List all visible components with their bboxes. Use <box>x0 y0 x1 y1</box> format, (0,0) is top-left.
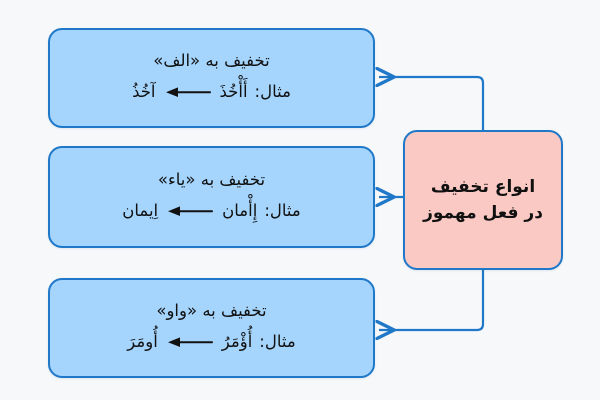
branch-node-waw[interactable]: تخفیف به «واو» مثال: أُؤْمَرُ أُومَرَ <box>48 278 375 378</box>
example-from-yaa: إِأْمان <box>222 200 258 220</box>
branch-node-alef[interactable]: تخفیف به «الف» مثال: أَأْخُذَ آخُذُ <box>48 28 375 128</box>
connector-root-to-waw <box>379 270 485 330</box>
example-from-waw: أُؤْمَرُ <box>221 331 253 351</box>
branch-title-alef: تخفیف به «الف» <box>153 51 270 71</box>
connector-root-to-alef <box>379 77 485 130</box>
example-label-waw: مثال: <box>259 331 296 351</box>
example-to-yaa: اِیمان <box>122 200 159 220</box>
root-title-line-1: انواع تخفیف <box>430 176 536 197</box>
branch-node-yaa[interactable]: تخفیف به «یاء» مثال: إِأْمان اِیمان <box>48 146 375 248</box>
branch-title-waw: تخفیف به «واو» <box>156 301 267 321</box>
transform-arrow-left-icon <box>167 336 213 348</box>
branch-example-yaa: مثال: إِأْمان اِیمان <box>122 200 300 222</box>
example-label-yaa: مثال: <box>264 200 301 220</box>
branch-title-yaa: تخفیف به «یاء» <box>157 170 266 190</box>
branch-example-alef: مثال: أَأْخُذَ آخُذُ <box>132 81 291 103</box>
transform-arrow-left-icon <box>167 205 214 217</box>
branch-example-waw: مثال: أُؤْمَرُ أُومَرَ <box>127 331 295 353</box>
example-from-alef: أَأْخُذَ <box>219 81 248 101</box>
root-node[interactable]: انواع تخفیف در فعل مهموز <box>403 130 563 270</box>
example-label-alef: مثال: <box>254 81 291 101</box>
example-to-alef: آخُذُ <box>132 81 156 101</box>
root-title-line-2: در فعل مهموز <box>423 203 543 223</box>
transform-arrow-left-icon <box>165 86 211 98</box>
example-to-waw: أُومَرَ <box>127 331 158 351</box>
